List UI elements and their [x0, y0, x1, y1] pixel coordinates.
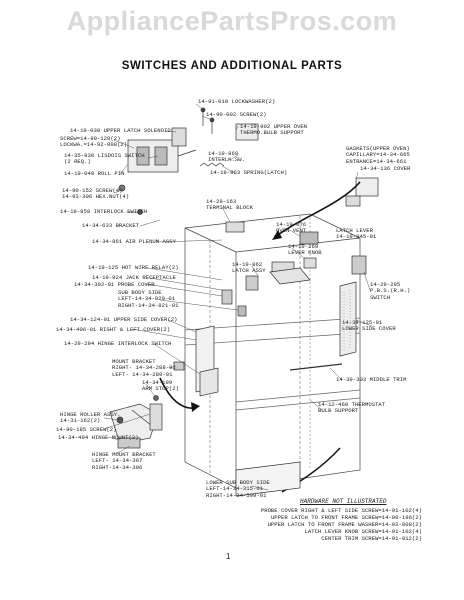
label-screw-185: 14-90-185 SCREW(2)	[56, 426, 117, 433]
upper-latch-solenoid-assembly	[118, 127, 197, 215]
label-screw-hexnut: 14-90-152 SCREW(4) 14-93-306 HEX.NUT(4)	[62, 187, 130, 201]
label-thermostat-bulb-support: 14-12-460 THERMOSTAT BULB SUPPORT	[318, 401, 386, 415]
gasket-cover	[345, 177, 379, 207]
label-lower-sub-body-side: LOWER SUB BODY SIDE LEFT-14-34-315-01 RI…	[206, 479, 270, 499]
label-screw-top: 14-90-002 SCREW(2)	[206, 111, 267, 118]
hardware-line: CENTER TRIM SCREW=14-91-012(2)	[321, 535, 422, 542]
label-lever-knob: 14-19-269 LEVER KNOB	[288, 243, 322, 257]
label-roll-pin: 14-19-049 ROLL PIN	[64, 170, 125, 177]
hardware-line: PROBE COVER RIGHT & LEFT SIDE SCREW=14-9…	[260, 507, 422, 514]
label-upper-latch-solenoid: 14-19-030 UPPER LATCH SOLENOID	[70, 127, 171, 134]
thermo-bulb-support	[200, 107, 259, 141]
hardware-line: UPPER LATCH TO FRONT FRAME WASHER=14-92-…	[267, 521, 422, 528]
label-interlk-sw: 14-19-869 INTERLK.SW.	[208, 150, 245, 164]
hardware-title: HARDWARE NOT ILLUSTRATED	[300, 498, 387, 505]
label-mount-bracket: MOUNT BRACKET RIGHT- 14-34-288-01 LEFT- …	[112, 358, 176, 378]
label-sub-body-side: SUB BODY SIDE LEFT-14-34-820-01 RIGHT-14…	[118, 289, 179, 309]
arrow-head-lower	[191, 402, 200, 412]
interior-parts	[221, 221, 319, 317]
label-upper-oven-bulb-support: 14-19-902 UPPER OVEN THERMO.BULB SUPPORT	[240, 123, 308, 137]
label-spring: 14-19-963 SPRING(LATCH)	[210, 169, 288, 176]
arrow-head-upper	[272, 230, 282, 240]
page-title: SWITCHES AND ADDITIONAL PARTS	[121, 60, 343, 72]
label-hot-wire-relay: 14-19-125 HOT WIRE RELAY(2)	[88, 264, 179, 271]
watermark: AppliancePartsPros.com	[66, 6, 398, 36]
label-middle-trim: 14-39-303 MIDDLE TRIM	[336, 376, 407, 383]
label-terminal-block: 14-29-163 TERMINAL BLOCK	[206, 198, 253, 212]
label-lower-side-cover: 14-34-125-01 LOWER SIDE COVER	[342, 319, 396, 333]
label-screw-lockwasher: SCREW=14-90-129(2) LOCKWA.=14-92-008(2)	[60, 135, 128, 149]
lower-side-cover	[339, 281, 357, 357]
label-bracket: 14-34-633 BRACKET	[82, 222, 140, 229]
label-arm-stop: 14-34-199 ARM STOP(2)	[142, 379, 179, 393]
label-hinge-roller: HINGE ROLLER ASSY. 14-31-162(2)	[60, 411, 121, 425]
pbs-switch	[351, 255, 367, 275]
callout-arrow-upper	[277, 181, 361, 236]
label-hinge-interlock-switch: 14-29-294 HINGE INTERLOCK SWITCH	[64, 340, 172, 347]
hardware-line: UPPER LATCH TO FRONT FRAME SCREW=14-90-1…	[270, 514, 422, 521]
leader-lines	[103, 103, 373, 491]
label-air-plenum: 14-34-861 AIR PLENUM ASSY	[92, 238, 176, 245]
label-probe-cover: 14-34-392-01 PROBE COVER	[74, 281, 155, 288]
label-gaskets: GASKETS(UPPER OVEN) CAPILLARY=14-34-665 …	[346, 145, 410, 165]
latch-spring	[199, 162, 225, 167]
middle-trim	[289, 363, 343, 371]
label-hinge-mount-bracket: HINGE MOUNT BRACKET LEFT- 14-34-307 RIGH…	[92, 451, 156, 471]
label-cover-136: 14-34-136 COVER	[360, 165, 411, 172]
label-upper-side-cover: 14-34-124-01 UPPER SIDE COVER(2)	[70, 316, 178, 323]
label-oven-vent: 14-19-076 OVEN VENT	[276, 221, 307, 235]
label-lisdois-switch: 14-35-930 LISDOIS SWITCH (2 REQ.)	[64, 152, 145, 166]
label-jack-receptacle: 14-19-924 JACK RECEPTACLE	[92, 274, 176, 281]
label-hinge-mount: 14-34-494 HINGE MOUNT(2)	[58, 434, 139, 441]
lower-sub-body	[235, 461, 301, 497]
label-interlock-switch: 14-19-859 INTERLOCK SWITCH	[60, 208, 148, 215]
hardware-line: LATCH LEVER KNOB SCREW=14-91-102(4)	[304, 528, 423, 535]
page-number: 1	[226, 552, 231, 561]
label-latch-assy: 14-19-862 LATCH ASSY	[232, 261, 266, 275]
left-side-panels	[173, 325, 219, 397]
hinge-assembly	[109, 395, 163, 449]
label-pbs-switch: 14-29-295 P.B.S.(R.H.) SWITCH	[370, 281, 411, 301]
label-latch-lever: LATCH LEVER 14-19-345-01	[336, 227, 377, 241]
label-right-left-cover: 14-34-406-01 RIGHT & LEFT COVER(2)	[56, 326, 171, 333]
label-lockwasher: 14-91-010 LOCKWASHER(2)	[198, 98, 276, 105]
